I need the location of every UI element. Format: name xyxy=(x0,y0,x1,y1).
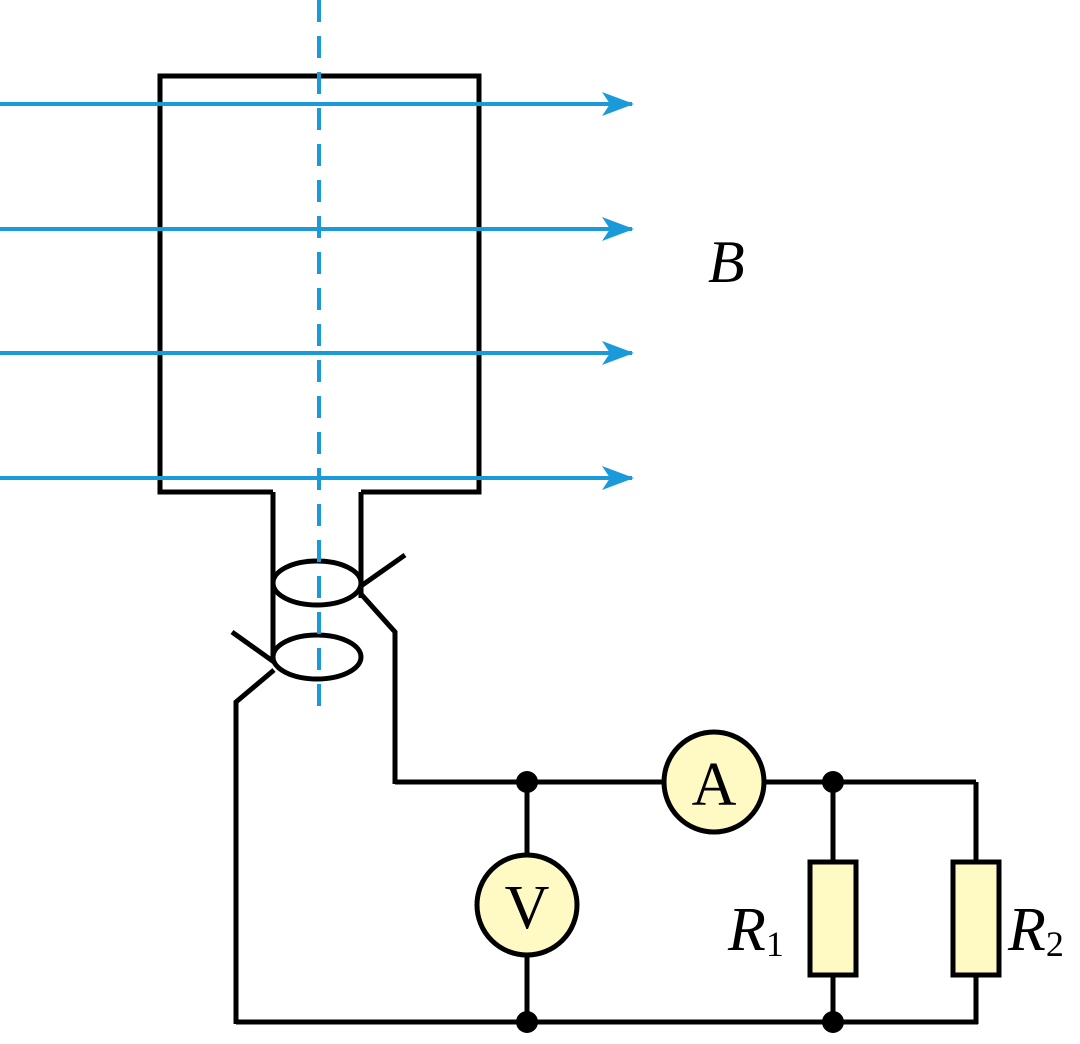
voltmeter-icon: V xyxy=(474,852,580,958)
voltmeter-label: V xyxy=(505,874,550,942)
brush-lower xyxy=(230,629,276,665)
r2-label-main: R xyxy=(1007,896,1046,964)
r1-label-main: R xyxy=(727,896,766,964)
junction-dot xyxy=(516,771,538,793)
brush-upper-lead xyxy=(359,592,398,784)
junction-dot xyxy=(516,1011,538,1033)
resistor-icon xyxy=(807,859,859,978)
junctions xyxy=(516,771,844,1033)
r2-label: R2 xyxy=(1007,896,1064,964)
resistor-r2: R2 xyxy=(950,859,1064,978)
resistor-r1: R1 xyxy=(727,859,859,978)
brush-upper xyxy=(359,552,407,589)
r2-label-sub: 2 xyxy=(1046,924,1064,964)
brush-lower-lead xyxy=(233,668,276,1024)
junction-dot xyxy=(822,771,844,793)
r1-label: R1 xyxy=(727,896,784,964)
junction-dot xyxy=(822,1011,844,1033)
r1-label-sub: 1 xyxy=(766,924,784,964)
brush-icon xyxy=(230,552,407,1024)
field-label: B xyxy=(708,229,745,295)
ammeter-label: A xyxy=(692,751,737,819)
ammeter-icon: A xyxy=(661,729,767,835)
magnetic-field xyxy=(0,92,634,490)
resistor-icon xyxy=(950,859,1002,978)
external-circuit xyxy=(236,779,979,1025)
